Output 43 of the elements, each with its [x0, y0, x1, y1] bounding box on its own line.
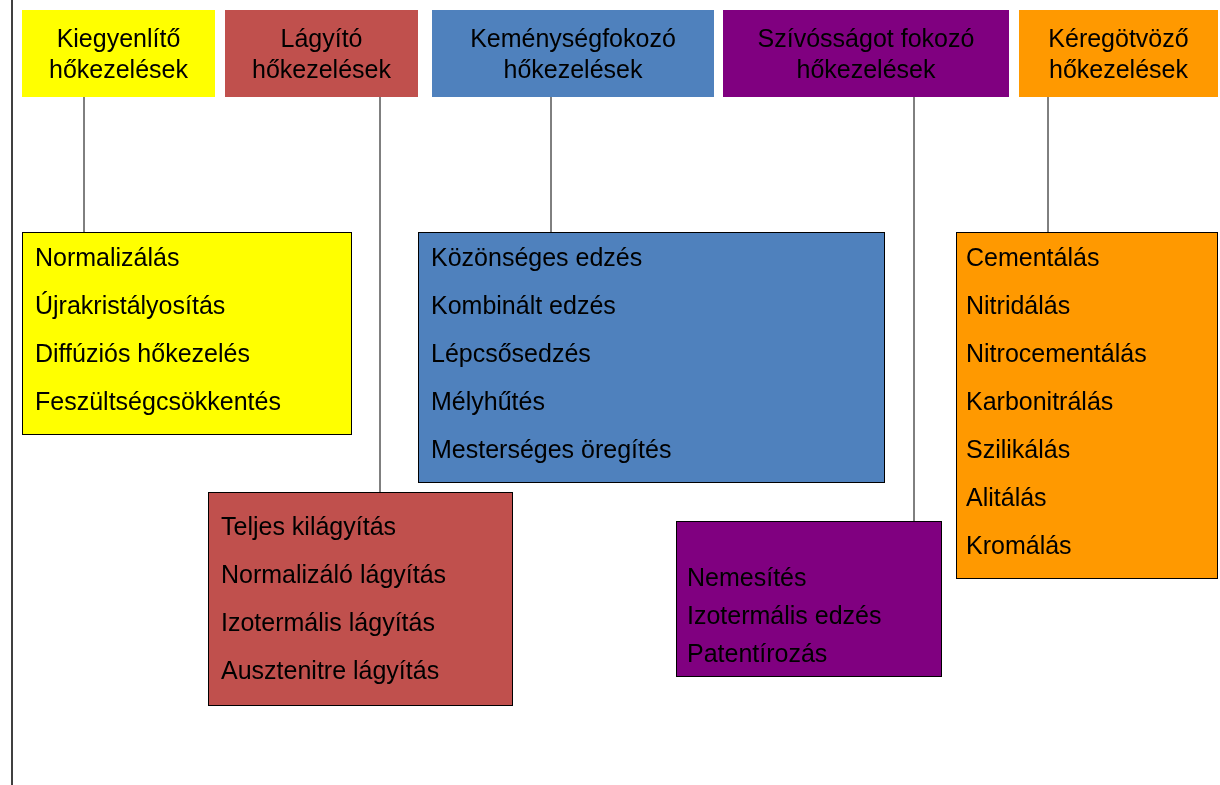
list-item: Nitridálás	[966, 290, 1072, 320]
category-header	[723, 10, 1009, 97]
header-text: Kiegyenlítő hőkezelések	[48, 23, 189, 84]
connector-line	[550, 96, 552, 233]
category-header	[1019, 10, 1218, 97]
list-item: Közönséges edzés	[431, 242, 644, 272]
list-item: Mélyhűtés	[431, 386, 546, 416]
header-text: Keménységfokozó hőkezelések	[469, 23, 677, 84]
list-item: Újrakristályosítás	[35, 290, 227, 320]
connector-line	[1047, 96, 1049, 233]
list-box	[676, 521, 942, 677]
list-box	[956, 232, 1218, 579]
connector-line	[379, 96, 381, 493]
header-text: Szívósságot fokozó hőkezelések	[756, 23, 976, 84]
list-item: Normalizálás	[35, 242, 181, 272]
list-item: Teljes kilágyítás	[221, 511, 398, 541]
header-text: Kéregötvöző hőkezelések	[1047, 23, 1190, 84]
list-item: Alitálás	[966, 482, 1048, 512]
list-box	[22, 232, 352, 435]
list-item: Kromálás	[966, 530, 1073, 560]
list-item: Ausztenitre lágyítás	[221, 655, 441, 685]
list-item: Cementálás	[966, 242, 1101, 272]
list-item: Mesterséges öregítés	[431, 434, 673, 464]
connector-line	[913, 96, 915, 522]
list-item: Nemesítés	[687, 562, 808, 592]
header-text: Lágyító hőkezelések	[251, 23, 392, 84]
list-item: Lépcsősedzés	[431, 338, 592, 368]
list-item: Patentírozás	[687, 638, 829, 668]
list-item: Karbonitrálás	[966, 386, 1115, 416]
category-header	[432, 10, 714, 97]
list-item: Szilikálás	[966, 434, 1072, 464]
list-item: Normalizáló lágyítás	[221, 559, 448, 589]
list-item: Izotermális edzés	[687, 600, 883, 630]
list-item: Izotermális lágyítás	[221, 607, 436, 637]
list-item: Diffúziós hőkezelés	[35, 338, 251, 368]
list-box	[208, 492, 513, 706]
category-header	[22, 10, 215, 97]
connector-line	[83, 96, 85, 233]
list-item: Nitrocementálás	[966, 338, 1148, 368]
list-box	[418, 232, 885, 483]
list-item: Feszültségcsökkentés	[35, 386, 282, 416]
category-header	[225, 10, 418, 97]
list-item: Kombinált edzés	[431, 290, 617, 320]
